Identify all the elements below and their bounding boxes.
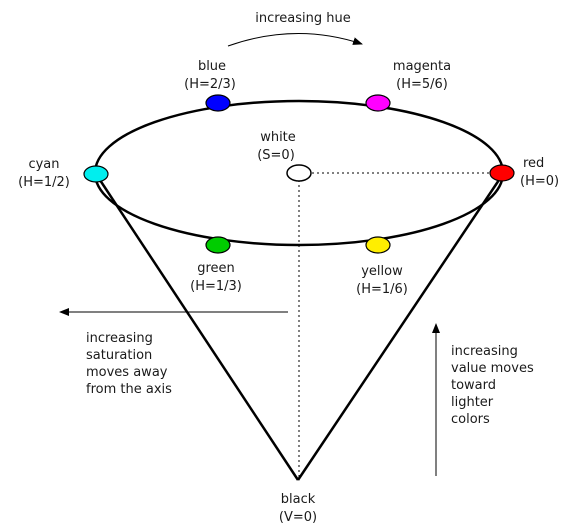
magenta-dot [365, 94, 391, 112]
value-note: increasing value moves toward lighter co… [451, 344, 534, 427]
cone-left-edge [94, 173, 300, 481]
red-label: red [523, 156, 544, 171]
cyan-value: (H=1/2) [18, 175, 70, 190]
yellow-value: (H=1/6) [356, 282, 408, 297]
blue-value: (H=2/3) [184, 77, 236, 92]
yellow-label: yellow [361, 264, 403, 279]
hue-point-magenta: magenta (H=5/6) [365, 59, 451, 112]
yellow-dot [365, 236, 391, 254]
white-point [286, 164, 312, 182]
hue-point-red: red (H=0) [489, 156, 559, 189]
cyan-label: cyan [28, 157, 59, 172]
value-note-line: increasing [451, 344, 518, 359]
green-value: (H=1/3) [190, 279, 242, 294]
saturation-note-line: saturation [86, 348, 152, 363]
saturation-note: increasing saturation moves away from th… [86, 331, 172, 397]
green-label: green [197, 261, 235, 276]
green-dot [205, 236, 231, 254]
hue-point-blue: blue (H=2/3) [184, 59, 236, 112]
black-value: (V=0) [279, 510, 317, 525]
cyan-dot [83, 165, 109, 183]
white-value: (S=0) [257, 148, 295, 163]
blue-dot [205, 94, 231, 112]
magenta-value: (H=5/6) [396, 77, 448, 92]
hue-point-cyan: cyan (H=1/2) [18, 157, 109, 190]
saturation-note-line: moves away [86, 365, 168, 380]
red-value: (H=0) [520, 174, 559, 189]
red-dot [489, 164, 515, 182]
value-note-line: value moves [451, 361, 534, 376]
magenta-label: magenta [393, 59, 451, 74]
value-note-line: toward [451, 378, 496, 393]
blue-label: blue [198, 59, 226, 74]
cone-right-edge [296, 173, 505, 481]
saturation-note-line: increasing [86, 331, 153, 346]
saturation-note-line: from the axis [86, 382, 172, 397]
value-note-line: lighter [451, 395, 494, 410]
hue-point-green: green (H=1/3) [190, 236, 242, 294]
hue-caption: increasing hue [255, 11, 351, 26]
white-label: white [260, 130, 296, 145]
hue-point-yellow: yellow (H=1/6) [356, 236, 408, 297]
hue-arrow [227, 33, 363, 47]
value-note-line: colors [451, 412, 490, 427]
black-label: black [281, 492, 316, 507]
